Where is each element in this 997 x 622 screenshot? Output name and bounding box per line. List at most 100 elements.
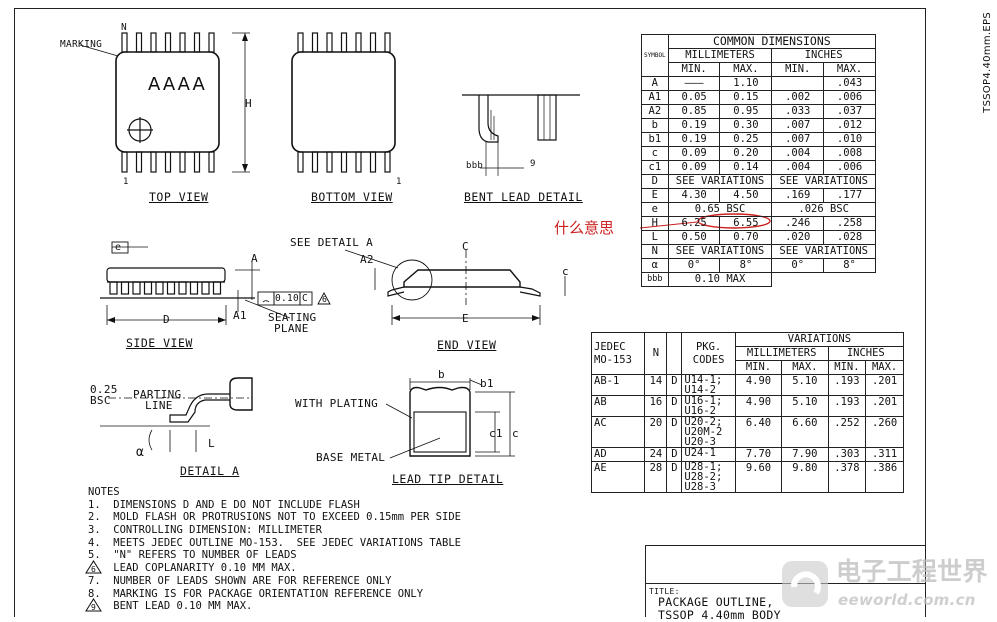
dim-symbol: bbb bbox=[641, 272, 669, 287]
seating-label: SEATING bbox=[268, 311, 317, 324]
pkg-code: U16-1; bbox=[684, 395, 723, 407]
lead-pin bbox=[164, 32, 172, 53]
variation-imin-cell: .303 bbox=[827, 447, 867, 462]
note-item: BENT LEAD 0.10 MM MAX. bbox=[88, 600, 253, 613]
empty-cell bbox=[824, 273, 876, 287]
dim-cell: .007 bbox=[771, 118, 825, 133]
dim-cell: 0.25 bbox=[719, 132, 773, 147]
variation-mmax-cell: 9.80 bbox=[781, 461, 829, 493]
min-header: MIN. bbox=[734, 360, 783, 375]
variation-mmin-cell: 9.60 bbox=[734, 461, 783, 493]
lead-pin bbox=[150, 151, 157, 173]
variation-n-cell: 20 bbox=[644, 416, 668, 448]
lead-pin bbox=[297, 151, 304, 173]
variation-imax-cell: .311 bbox=[865, 447, 904, 462]
detail-a-drawing bbox=[100, 377, 253, 452]
bent-lead-detail-title: BENT LEAD DETAIL bbox=[464, 190, 583, 204]
mo-text: MO-153 bbox=[594, 353, 632, 366]
a2-label: A2 bbox=[360, 253, 374, 266]
side-lead-pin bbox=[166, 281, 176, 295]
tolerance-value: 0.10 bbox=[275, 293, 300, 304]
end-view-drawing bbox=[344, 249, 566, 325]
lead-pin bbox=[311, 151, 319, 173]
mm-header: MILLIMETERS bbox=[734, 346, 829, 361]
drawing-frame bbox=[14, 8, 926, 617]
marking-text: AAAA bbox=[148, 74, 207, 95]
title-label: TITLE: bbox=[649, 587, 680, 596]
dim-cell: 0.50 bbox=[667, 230, 721, 245]
pkg-code: U28-2; bbox=[684, 471, 723, 483]
c-end-label: c bbox=[562, 265, 569, 278]
b-label: b bbox=[438, 368, 445, 381]
variation-n-cell: 16 bbox=[644, 395, 668, 417]
pkg-code: U24-1 bbox=[684, 447, 716, 459]
note-item: LEAD COPLANARITY 0.10 MM MAX. bbox=[88, 562, 297, 575]
e-mm-cell: 0.65 BSC bbox=[667, 202, 773, 217]
lead-pin bbox=[326, 32, 333, 53]
dim-cell: 6.25 bbox=[667, 216, 721, 231]
variation-d-cell: D bbox=[666, 461, 683, 493]
bottom-view-drawing bbox=[291, 51, 396, 153]
dim-cell: .010 bbox=[823, 132, 876, 147]
top-view-title: TOP VIEW bbox=[149, 190, 209, 204]
dim-cell: ——— bbox=[667, 76, 721, 91]
variation-mmax-cell: 6.60 bbox=[781, 416, 829, 448]
note-item: 4. MEETS JEDEC OUTLINE MO-153. SEE JEDEC… bbox=[88, 536, 461, 549]
variation-d-cell: D bbox=[666, 395, 683, 417]
c1-label: c1 bbox=[489, 427, 503, 440]
dim-cell: .169 bbox=[771, 188, 825, 203]
common-dimensions-title: COMMON DIMENSIONS bbox=[667, 34, 877, 49]
lead-pin bbox=[135, 32, 143, 53]
variation-n-cell: 28 bbox=[644, 461, 668, 493]
variation-n-cell: 24 bbox=[644, 447, 668, 462]
side-lead-pin bbox=[143, 281, 153, 295]
lead-pin bbox=[340, 151, 348, 173]
b1-label: b1 bbox=[480, 377, 494, 390]
dim-cell: .007 bbox=[771, 132, 825, 147]
variation-imax-cell: .260 bbox=[865, 416, 904, 448]
dim-cell: 0.95 bbox=[719, 104, 773, 119]
side-lead-pin bbox=[155, 281, 164, 295]
bottom-view-title: BOTTOM VIEW bbox=[311, 190, 393, 204]
marking-label: MARKING bbox=[60, 39, 103, 50]
pkg-codes-cell: U14-1;U14-2 bbox=[681, 374, 736, 396]
dim-symbol: c bbox=[641, 146, 669, 161]
variation-id-cell: AB-1 bbox=[590, 374, 646, 396]
see-detail-a-label: SEE DETAIL A bbox=[290, 236, 374, 249]
in-header: INCHES bbox=[827, 346, 905, 361]
dim-symbol: b bbox=[641, 118, 669, 133]
note-6-flag: 6 bbox=[322, 295, 328, 304]
max-header: MAX. bbox=[719, 62, 773, 77]
a-label: A bbox=[251, 252, 258, 265]
dim-symbol: c1 bbox=[641, 160, 669, 175]
variation-mmin-cell: 4.90 bbox=[734, 374, 783, 396]
see-variations-cell: SEE VARIATIONS bbox=[667, 244, 773, 259]
note-9-number: 9 bbox=[91, 603, 97, 612]
side-lead-pin bbox=[201, 281, 210, 295]
dim-symbol: b1 bbox=[641, 132, 669, 147]
dim-cell: .004 bbox=[771, 160, 825, 175]
variation-mmax-cell: 5.10 bbox=[781, 395, 829, 417]
a1-label: A1 bbox=[233, 309, 247, 322]
note-9-flag: 9 bbox=[530, 159, 536, 169]
dim-symbol: A bbox=[641, 76, 669, 91]
dim-symbol: E bbox=[641, 188, 669, 203]
dim-cell: .002 bbox=[771, 90, 825, 105]
note-item: 2. MOLD FLASH OR PROTRUSIONS NOT TO EXCE… bbox=[88, 511, 461, 524]
min-header: MIN. bbox=[771, 62, 825, 77]
h-dimension-label: H bbox=[245, 97, 252, 110]
watermark-cn: 电子工程世界 bbox=[836, 557, 988, 586]
variation-mmax-cell: 7.90 bbox=[781, 447, 829, 462]
variation-imax-cell: .201 bbox=[865, 395, 904, 417]
dim-cell: .028 bbox=[823, 230, 876, 245]
variation-imax-cell: .201 bbox=[865, 374, 904, 396]
dim-symbol: A1 bbox=[641, 90, 669, 105]
max-header: MAX. bbox=[781, 360, 829, 375]
lead-pin bbox=[193, 151, 201, 173]
e-in-cell: .026 BSC bbox=[771, 202, 876, 217]
dim-cell: 6.55 bbox=[719, 216, 773, 231]
dim-cell: 0.70 bbox=[719, 230, 773, 245]
